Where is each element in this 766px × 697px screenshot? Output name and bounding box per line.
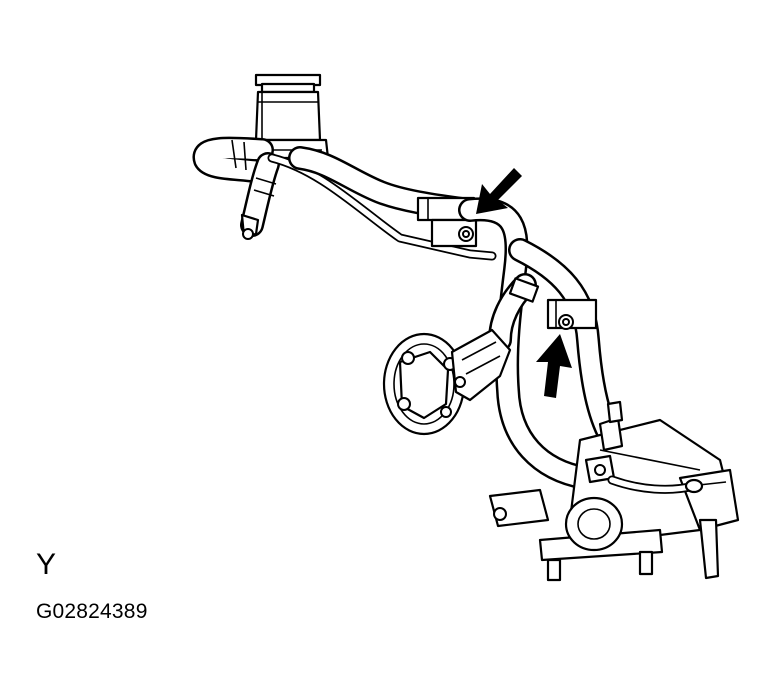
view-label: Y (36, 548, 57, 581)
figure-id: G02824389 (36, 600, 148, 623)
arrow-icon (536, 334, 572, 398)
second-hose-icon (488, 238, 624, 452)
reservoir-hose-icon (192, 136, 280, 240)
arrow-icon (476, 168, 522, 214)
steering-gear-icon (488, 400, 740, 582)
lower-clamp-icon (546, 298, 598, 330)
pump-pulley-icon (382, 328, 512, 436)
